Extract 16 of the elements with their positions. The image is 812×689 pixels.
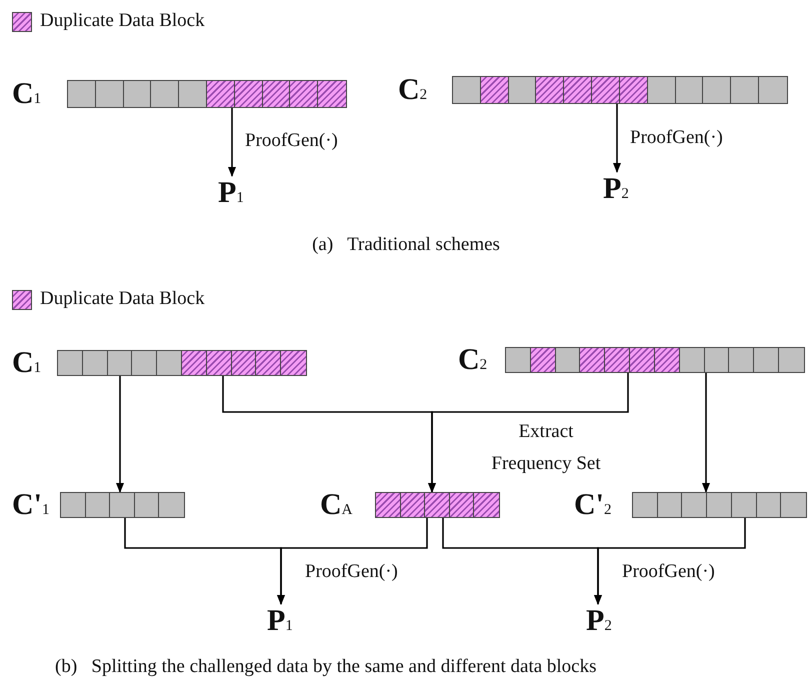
- arrow: [613, 104, 621, 173]
- edge-label: ProofGen(·): [245, 130, 338, 152]
- arrow: [702, 373, 710, 493]
- arrow: [116, 376, 124, 493]
- caption: (b) Splitting the challenged data by the same and different data blocks: [55, 656, 597, 678]
- arrow: [228, 108, 236, 177]
- edge-label: Extract Frequency Set: [490, 420, 602, 476]
- legend-label: Duplicate Data Block: [40, 10, 205, 32]
- edge-label: ProofGen(·): [630, 127, 723, 149]
- edge-label: ProofGen(·): [622, 561, 715, 583]
- caption: (a) Traditional schemes: [312, 234, 500, 256]
- arrow: [428, 373, 629, 493]
- arrow: [594, 518, 746, 605]
- edge-label: ProofGen(·): [305, 561, 398, 583]
- legend-label: Duplicate Data Block: [40, 288, 205, 310]
- arrow: [277, 518, 428, 605]
